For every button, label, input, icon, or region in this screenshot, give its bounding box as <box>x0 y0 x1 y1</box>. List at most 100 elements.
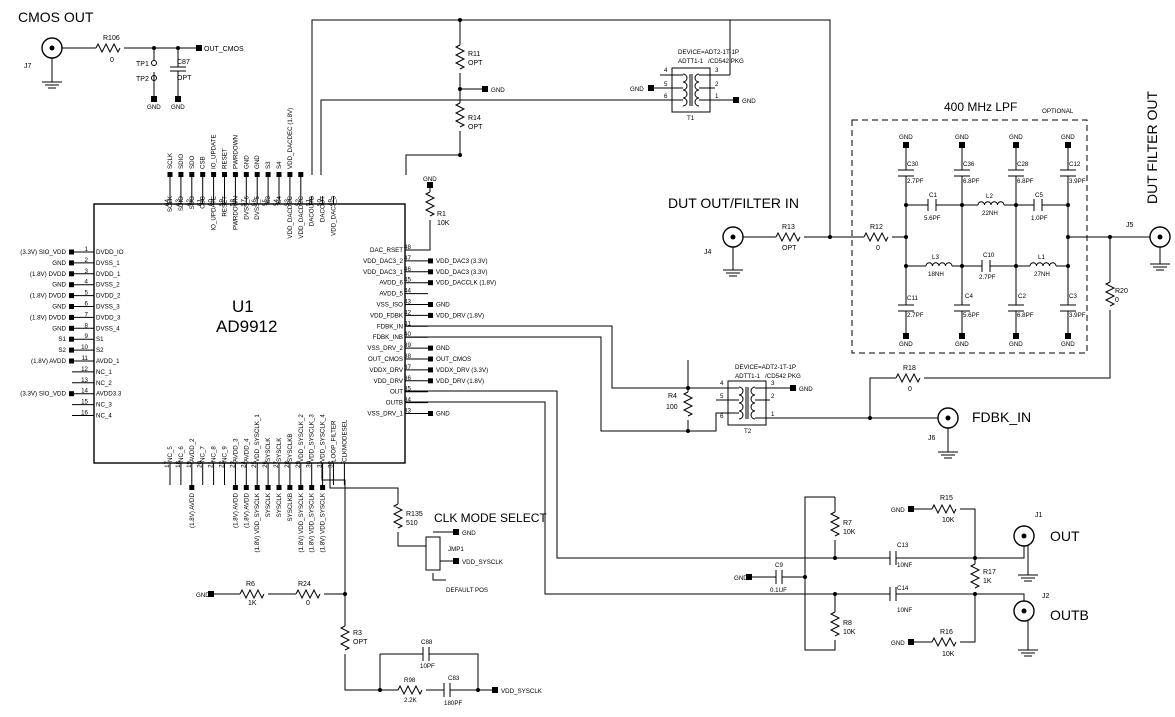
pin-number: 34 <box>404 397 411 404</box>
pin-net: VDD_DRV (1.8V) <box>436 378 484 385</box>
ref-c28: C28 <box>1017 161 1029 168</box>
pin-net: (1.8V) DVDD <box>30 271 67 278</box>
pin-name: AVDD_1 <box>96 358 120 365</box>
gnd-tp2: GND <box>147 104 161 111</box>
val-c10: 2.7PF <box>979 274 996 281</box>
pin-number: 13 <box>81 377 88 384</box>
gnd-c2: GND <box>1009 341 1023 348</box>
gnd-r6: GND <box>196 592 210 599</box>
pin-name: SYSCLK <box>265 437 272 462</box>
pin-name: NC_9 <box>222 446 229 462</box>
label-out-cmos: OUT_CMOS <box>204 46 244 53</box>
connector-j7: J7 <box>24 37 63 89</box>
pin-name: DVSS_2 <box>96 282 120 289</box>
val-c11: 2.7PF <box>907 312 924 319</box>
pin-name: VDD_FDBK <box>370 312 404 319</box>
t1-pin3: 3 <box>715 67 719 74</box>
gnd-r15: GND <box>891 507 905 514</box>
title-fdbk-in: FDBK_IN <box>972 409 1031 425</box>
pin-name: NC_8 <box>211 446 218 462</box>
val-r17: 1K <box>983 578 992 585</box>
pin-number: 53 <box>284 199 291 206</box>
pin-name: NC_6 <box>178 446 185 462</box>
pin-number: 40 <box>404 331 411 338</box>
t2-device: DEVICE=ADT2-1T-1P <box>735 364 796 371</box>
pin-net: RESET <box>222 148 229 169</box>
pin-number: 3 <box>85 268 89 275</box>
t2-pin5: 5 <box>720 393 724 400</box>
ref-c5: C5 <box>1035 192 1043 199</box>
t2-ref: T2 <box>744 428 752 435</box>
pin-number: 33 <box>404 408 411 415</box>
pin-name: FDBK_INB <box>373 334 403 341</box>
ref-r1: R1 <box>437 211 446 218</box>
pin-net: SDIO <box>178 154 185 169</box>
pin-number: 62 <box>186 199 193 206</box>
pin-name: NC_7 <box>200 446 207 462</box>
pin-name: VDD_SYSCLK_3 <box>309 414 316 462</box>
pin-name: DVSS_4 <box>96 325 120 332</box>
pin-number: 36 <box>404 375 411 382</box>
t1-pin4: 4 <box>664 67 668 74</box>
connector-j5: J5 <box>1126 222 1171 271</box>
pin-number: 43 <box>404 299 411 306</box>
val-c13: 10NF <box>897 562 912 569</box>
pin-name: VDD_DAC3_3 <box>331 195 338 235</box>
gnd-r1: GND <box>423 176 437 183</box>
pin-net: (1.8V) VDD_SYSCLK <box>309 492 316 552</box>
val-c3: 3.9PF <box>1069 312 1086 319</box>
gnd-t2: GND <box>799 386 813 393</box>
gnd-r16: GND <box>891 640 905 647</box>
pin-net: VDD_DRV (1.8V) <box>436 312 484 319</box>
pin-number: 24 <box>240 460 247 467</box>
ref-c2: C2 <box>1018 293 1026 300</box>
pin-name: NC_2 <box>96 380 112 387</box>
ref-r12: R12 <box>870 224 883 231</box>
gnd-c11: GND <box>899 341 913 348</box>
pin-net: IO_UPDATE <box>211 134 218 169</box>
transformer-t1: DEVICE=ADT2-1T-1P ADTT1-1 /CD542 PKG T1 … <box>630 20 756 122</box>
ref-r135: R135 <box>406 511 423 518</box>
pin-name: S4 <box>276 195 283 203</box>
pin-name: LOOP_FILTER <box>331 420 338 462</box>
val-r98: 2.2K <box>404 697 418 704</box>
ref-c10: C10 <box>983 252 995 259</box>
ref-r8: R8 <box>843 620 852 627</box>
val-c28: 6.8PF <box>1017 178 1034 185</box>
val-r6: 1K <box>248 600 257 607</box>
ref-j5: J5 <box>1126 222 1134 229</box>
pin-number: 59 <box>219 199 226 206</box>
pin-number: 25 <box>251 460 258 467</box>
pin-number: 64 <box>164 199 171 206</box>
pin-number: 38 <box>404 353 411 360</box>
gnd-r11-r14: GND <box>491 87 505 94</box>
pin-name: VDD_DAC3_2 <box>363 258 403 265</box>
pin-name: VDD_SYSCLK_2 <box>298 414 305 462</box>
title-out: OUT <box>1050 528 1080 544</box>
pin-net: CSB <box>200 156 207 169</box>
pin-name: DVSS_5 <box>254 195 261 219</box>
pin-number: 48 <box>404 244 411 251</box>
val-r7: 10K <box>843 529 856 536</box>
gnd-c87: GND <box>171 104 185 111</box>
pin-number: 10 <box>81 344 88 351</box>
ref-c9: C9 <box>775 562 783 569</box>
t2-pin4: 4 <box>720 380 724 387</box>
t1-pin5: 5 <box>664 81 668 88</box>
pin-name: SYSCLKB <box>287 433 294 462</box>
pin-name: VDD_SYSCLK_1 <box>254 414 261 462</box>
pin-number: 57 <box>240 199 247 206</box>
pin-number: 5 <box>85 290 89 297</box>
title-clk-mode-select: CLK MODE SELECT <box>434 511 547 525</box>
pin-net: (1.8V) DVDD <box>30 293 67 300</box>
pin-net: (1.8V) AVDD <box>243 492 250 527</box>
pin-name: SDO <box>189 196 196 210</box>
val-r1: 10K <box>437 220 450 227</box>
jumper-jmp1[interactable] <box>425 536 441 571</box>
val-r3: OPT <box>353 639 368 646</box>
pin-number: 52 <box>295 199 302 206</box>
ref-c36: C36 <box>963 161 975 168</box>
pin-net: (1.8V) AVDD <box>232 492 239 527</box>
pin-number: 14 <box>81 388 88 395</box>
